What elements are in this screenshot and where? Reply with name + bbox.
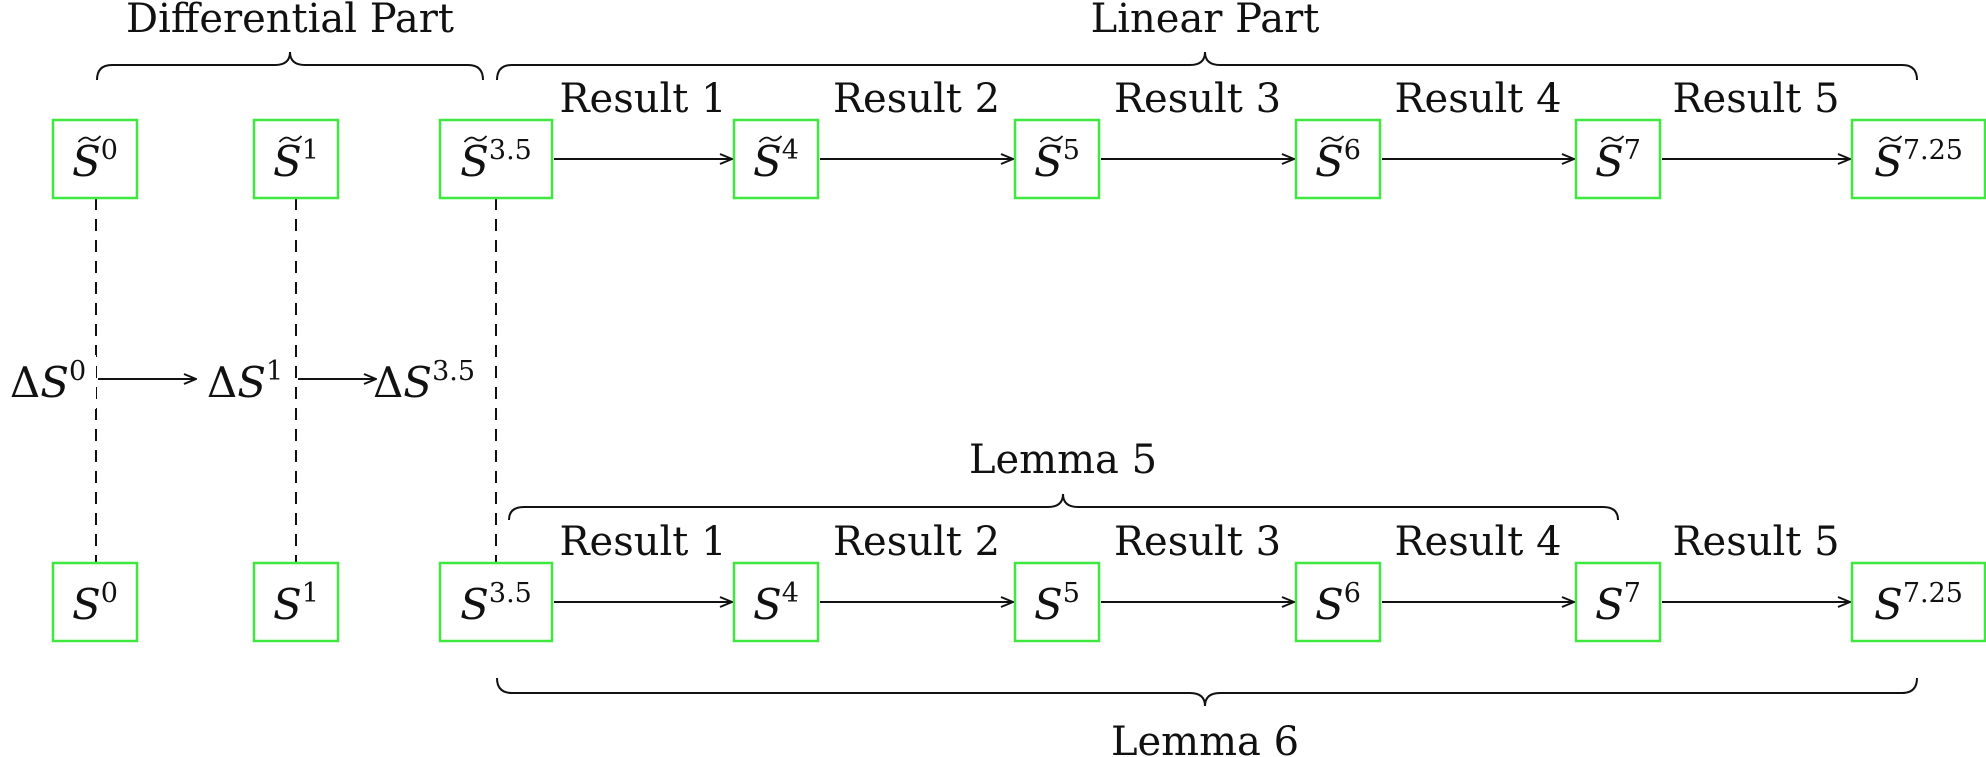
- brace-differential-part: [96, 51, 484, 81]
- edge-label: Result 3: [1114, 76, 1281, 122]
- node-box: [438, 118, 554, 200]
- vertical-connectors: [95, 198, 497, 563]
- node-label: S6: [1315, 578, 1361, 629]
- node-label: S3.5: [460, 578, 532, 629]
- node-label: S5: [1034, 135, 1080, 186]
- label-backdrop: [193, 355, 293, 409]
- top_row-node-4: S5: [1013, 118, 1101, 200]
- top_row-node-3: S4: [732, 118, 820, 200]
- node-box: [51, 118, 139, 200]
- tilde-accent: [1320, 135, 1345, 143]
- delta-label: ΔS3.5: [373, 356, 475, 407]
- node-label: S1: [273, 135, 319, 186]
- node-label: S1: [273, 578, 319, 629]
- node-box: [51, 561, 139, 643]
- top_row-edge-3: Result 3: [1101, 76, 1294, 159]
- node-box: [732, 561, 820, 643]
- middle-node-0: ΔS0: [0, 355, 96, 409]
- node-box: [1013, 118, 1101, 200]
- top_row-edge-1: Result 1: [554, 76, 732, 159]
- node-box: [252, 118, 340, 200]
- top_row-node-5: S6: [1294, 118, 1382, 200]
- bottom_row-edge-3: Result 3: [1101, 519, 1294, 602]
- bottom_row-node-5: S6: [1294, 561, 1382, 643]
- edge-label: Result 2: [833, 76, 1000, 122]
- bottom_row-node-4: S5: [1013, 561, 1101, 643]
- brace-label-lemma-6: Lemma 6: [1111, 719, 1299, 757]
- tilde-accent: [758, 135, 783, 143]
- tilde-accent: [1878, 135, 1903, 143]
- node-box: [1294, 561, 1382, 643]
- brace-label-linear-part: Linear Part: [1091, 0, 1320, 42]
- node-box: [252, 561, 340, 643]
- node-label: S4: [753, 135, 799, 186]
- label-backdrop: [372, 355, 488, 409]
- bottom_row-edge-2: Result 2: [820, 519, 1013, 602]
- bottom_row-node-1: S1: [252, 561, 340, 643]
- middle-node-2: ΔS3.5: [372, 355, 488, 409]
- tilde-accent: [1600, 135, 1625, 143]
- edge-label: Result 1: [559, 76, 726, 122]
- top_row-node-7: S7.25: [1850, 118, 1986, 200]
- edge-label: Result 2: [833, 519, 1000, 565]
- delta-label: ΔS0: [10, 356, 86, 407]
- brace-lemma-6: [496, 677, 1918, 707]
- node-box: [1850, 118, 1986, 200]
- edge-label: Result 3: [1114, 519, 1281, 565]
- tilde-accent: [463, 135, 488, 143]
- node-label: S7: [1595, 578, 1641, 629]
- brace-label-differential-part: Differential Part: [126, 0, 454, 42]
- top_row-edge-5: Result 5: [1662, 76, 1850, 159]
- top_row-node-0: S0: [51, 118, 139, 200]
- top_row-node-1: S1: [252, 118, 340, 200]
- node-label: S4: [753, 578, 799, 629]
- node-label: S3.5: [460, 135, 532, 186]
- node-label: S5: [1034, 578, 1080, 629]
- top_row-edge-4: Result 4: [1382, 76, 1574, 159]
- tilde-accent: [278, 135, 303, 143]
- node-label: S0: [72, 578, 118, 629]
- edge-label: Result 4: [1394, 76, 1561, 122]
- brace-linear-part: [496, 51, 1918, 81]
- bottom_row-node-3: S4: [732, 561, 820, 643]
- node-box: [438, 561, 554, 643]
- bottom_row-node-7: S7.25: [1850, 561, 1986, 643]
- top_row-edge-2: Result 2: [820, 76, 1013, 159]
- brace-label-lemma-5: Lemma 5: [969, 437, 1157, 483]
- label-backdrop: [0, 355, 96, 409]
- top_row-node-2: S3.5: [438, 118, 554, 200]
- node-box: [1013, 561, 1101, 643]
- node-box: [1294, 118, 1382, 200]
- top_row-node-6: S7: [1574, 118, 1662, 200]
- bottom_row-edge-5: Result 5: [1662, 519, 1850, 602]
- bottom_row-node-0: S0: [51, 561, 139, 643]
- edge-label: Result 4: [1394, 519, 1561, 565]
- bottom_row-edge-1: Result 1: [554, 519, 732, 602]
- node-label: S0: [72, 135, 118, 186]
- edge-label: Result 5: [1672, 519, 1839, 565]
- node-label: S7.25: [1874, 578, 1963, 629]
- node-box: [1574, 118, 1662, 200]
- bottom_row-edge-4: Result 4: [1382, 519, 1574, 602]
- node-box: [732, 118, 820, 200]
- braces: Differential Part Linear Part Lemma 5 Le…: [96, 0, 1918, 757]
- node-label: S6: [1315, 135, 1361, 186]
- tilde-accent: [1039, 135, 1064, 143]
- bottom_row-node-6: S7: [1574, 561, 1662, 643]
- edge-label: Result 1: [559, 519, 726, 565]
- edge-label: Result 5: [1672, 76, 1839, 122]
- tilde-accent: [77, 135, 102, 143]
- node-box: [1850, 561, 1986, 643]
- node-box: [1574, 561, 1662, 643]
- node-label: S7.25: [1874, 135, 1963, 186]
- brace-lemma-5: [508, 493, 1619, 521]
- delta-label: ΔS1: [207, 356, 283, 407]
- middle-node-1: ΔS1: [193, 355, 293, 409]
- node-label: S7: [1595, 135, 1641, 186]
- bottom_row-node-2: S3.5: [438, 561, 554, 643]
